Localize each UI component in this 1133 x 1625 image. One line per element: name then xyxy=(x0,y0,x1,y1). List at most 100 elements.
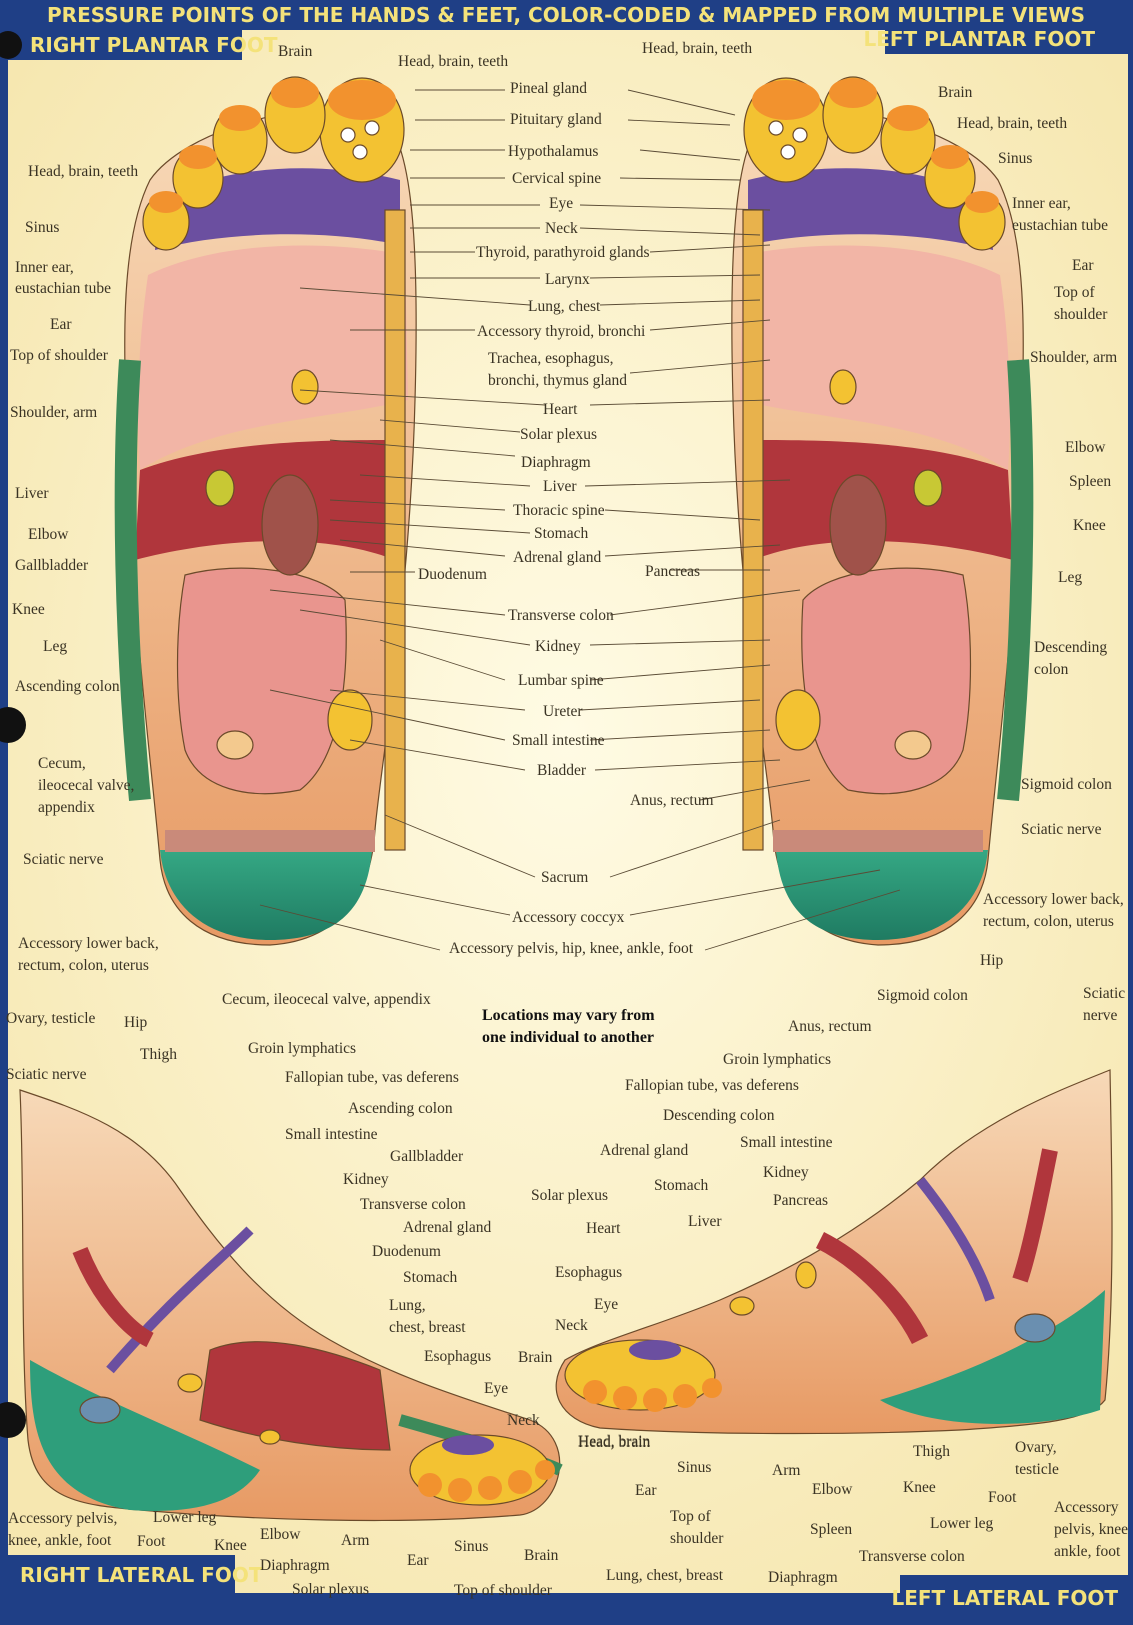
label: Stomach xyxy=(654,1177,708,1194)
label: Sacrum xyxy=(541,869,588,886)
label: Ear xyxy=(407,1552,429,1569)
svg-text:one individual to another: one individual to another xyxy=(482,1029,654,1046)
label: Knee xyxy=(214,1537,247,1554)
label: Accessory lower back, xyxy=(983,891,1124,908)
label: Brain xyxy=(524,1547,559,1564)
label: Elbow xyxy=(28,526,69,543)
label: Fallopian tube, vas deferens xyxy=(285,1069,459,1086)
label: Liver xyxy=(15,485,49,502)
label: Lumbar spine xyxy=(518,672,604,689)
label: rectum, colon, uterus xyxy=(983,913,1114,930)
label: appendix xyxy=(38,799,95,816)
right-plantar-foot-illustration xyxy=(125,77,416,945)
label: Sciatic xyxy=(1083,985,1125,1002)
panel-label-left-plantar: LEFT PLANTAR FOOT xyxy=(863,22,1133,54)
label: Foot xyxy=(137,1533,166,1550)
panel-label-right-lateral: RIGHT LATERAL FOOT xyxy=(0,1555,263,1597)
label: Ovary, xyxy=(1015,1439,1057,1456)
label: Solar plexus xyxy=(292,1581,369,1598)
label: Groin lymphatics xyxy=(248,1040,356,1057)
label: Sigmoid colon xyxy=(1021,776,1112,793)
label: Cervical spine xyxy=(512,170,601,187)
label: Leg xyxy=(1058,569,1082,586)
label: Knee xyxy=(1073,517,1106,534)
label: Elbow xyxy=(812,1481,853,1498)
label: Sinus xyxy=(998,150,1032,167)
label: Bladder xyxy=(537,762,587,779)
label: ankle, foot xyxy=(1054,1543,1121,1560)
label: Hip xyxy=(124,1014,148,1031)
label: Brain xyxy=(278,43,313,60)
svg-text:LEFT LATERAL FOOT: LEFT LATERAL FOOT xyxy=(891,1586,1118,1610)
label: Groin lymphatics xyxy=(723,1051,831,1068)
label: Eye xyxy=(549,195,573,212)
label: pelvis, knee xyxy=(1054,1521,1128,1538)
label: Sciatic nerve xyxy=(23,851,104,868)
label: Pancreas xyxy=(645,563,700,580)
label: Diaphragm xyxy=(768,1569,838,1586)
label: Sinus xyxy=(25,219,59,236)
label: Foot xyxy=(988,1489,1017,1506)
label: Brain xyxy=(938,84,973,101)
label: Inner ear, xyxy=(1012,195,1071,212)
label: Top of xyxy=(1054,284,1096,301)
label: knee, ankle, foot xyxy=(8,1532,112,1549)
label: Thigh xyxy=(140,1046,177,1063)
label: Anus, rectum xyxy=(630,792,714,809)
label: nerve xyxy=(1083,1007,1118,1024)
label: Descending colon xyxy=(663,1107,775,1124)
label: Neck xyxy=(507,1412,540,1429)
label: Head, brain, teeth xyxy=(642,40,752,57)
label: chest, breast xyxy=(389,1319,466,1336)
panel-label-left-lateral: LEFT LATERAL FOOT xyxy=(891,1575,1133,1625)
label: Duodenum xyxy=(418,566,487,583)
label: shoulder xyxy=(1054,306,1108,323)
label: eustachian tube xyxy=(1012,217,1108,234)
label: Thoracic spine xyxy=(513,502,605,519)
label: Eye xyxy=(594,1296,618,1313)
label: shoulder xyxy=(670,1530,724,1547)
label: Duodenum xyxy=(372,1243,441,1260)
label: bronchi, thymus gland xyxy=(488,372,627,389)
label: Inner ear, xyxy=(15,259,74,276)
label: Ovary, testicle xyxy=(6,1010,95,1027)
label: Shoulder, arm xyxy=(1030,349,1117,366)
label: Neck xyxy=(545,220,578,237)
label: Lower leg xyxy=(930,1515,994,1532)
label: Accessory xyxy=(1054,1499,1119,1516)
label: Stomach xyxy=(534,525,588,542)
label: Spleen xyxy=(1069,473,1111,490)
label: Heart xyxy=(543,401,578,418)
label: Top of shoulder xyxy=(10,347,109,364)
label: ileocecal valve, xyxy=(38,777,134,794)
label: Kidney xyxy=(535,638,581,655)
label: Trachea, esophagus, xyxy=(488,350,614,367)
panel-label-right-plantar: RIGHT PLANTAR FOOT xyxy=(0,28,278,60)
label: Lung, xyxy=(389,1297,426,1314)
label: Sciatic nerve xyxy=(1021,821,1102,838)
label: Kidney xyxy=(343,1171,389,1188)
label: Transverse colon xyxy=(508,607,614,624)
label: Pancreas xyxy=(773,1192,828,1209)
label: Adrenal gland xyxy=(403,1219,491,1236)
label: Accessory thyroid, bronchi xyxy=(477,323,646,340)
label: Anus, rectum xyxy=(788,1018,872,1035)
label: testicle xyxy=(1015,1461,1059,1478)
label: Diaphragm xyxy=(521,454,591,471)
label: Descending xyxy=(1034,639,1107,656)
label: colon xyxy=(1034,661,1069,678)
label: Top of xyxy=(670,1508,712,1525)
svg-text:Locations may vary from: Locations may vary from xyxy=(482,1007,655,1024)
label: Spleen xyxy=(810,1521,852,1538)
label: Arm xyxy=(341,1532,369,1549)
label: Brain xyxy=(518,1349,553,1366)
label: Pineal gland xyxy=(510,80,587,97)
label: Liver xyxy=(688,1213,722,1230)
label: Kidney xyxy=(763,1164,809,1181)
label: Leg xyxy=(43,638,67,655)
label: Lung, chest xyxy=(528,298,601,315)
label: Accessory pelvis, xyxy=(8,1510,117,1527)
svg-text:RIGHT PLANTAR FOOT: RIGHT PLANTAR FOOT xyxy=(30,33,278,57)
label: Solar plexus xyxy=(531,1187,608,1204)
